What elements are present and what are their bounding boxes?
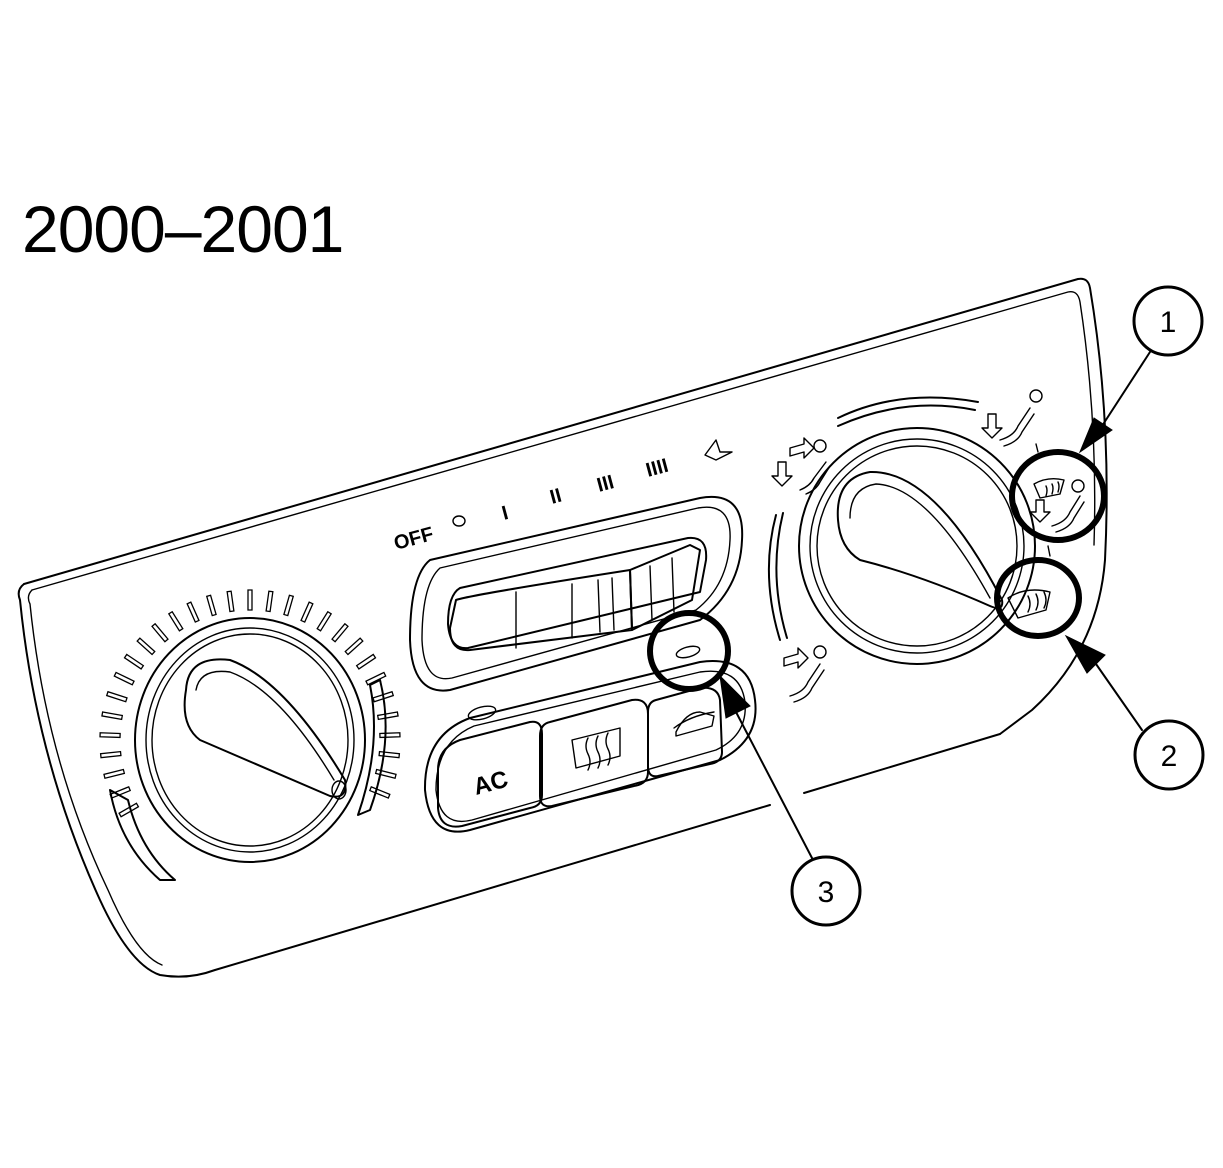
panel-floor-icon	[771, 437, 831, 495]
callout-3-number: 3	[818, 876, 835, 909]
temperature-tick	[331, 622, 349, 643]
temperature-tick	[105, 690, 128, 703]
temperature-tick	[344, 637, 364, 656]
diagram-title: 2000–2001	[22, 192, 344, 266]
callout-2-number: 2	[1161, 740, 1178, 773]
temperature-tick	[99, 732, 121, 739]
highlight-circle-1	[1009, 449, 1107, 543]
panel-icon	[783, 645, 827, 703]
fan-speed-4-label: IIII	[644, 455, 671, 482]
temperature-tick	[118, 802, 140, 818]
fan-max-icon	[704, 439, 733, 461]
temperature-tick	[136, 637, 156, 656]
recirculation-icon	[673, 711, 715, 737]
highlight-circle-3	[647, 610, 731, 692]
recirculation-indicator	[675, 645, 701, 659]
fan-speed-2-label: II	[548, 485, 564, 509]
temperature-tick	[265, 590, 274, 613]
callout-1: 1	[1132, 285, 1204, 357]
recirculation-button[interactable]	[647, 686, 723, 778]
callout-1-number: 1	[1160, 306, 1177, 339]
mode-knob[interactable]	[767, 396, 1036, 665]
rear-defrost-icon	[571, 727, 621, 771]
ac-indicator-light	[467, 705, 497, 721]
leader-arrow-3	[719, 674, 813, 859]
temperature-tick	[378, 750, 401, 759]
ac-button[interactable]: AC	[437, 720, 543, 828]
temperature-tick	[379, 732, 401, 739]
highlight-circle-2	[994, 557, 1082, 639]
temperature-tick	[99, 750, 122, 759]
temperature-tick	[205, 594, 217, 617]
fan-speed-3-label: III	[595, 471, 617, 497]
leader-arrow-1	[1078, 351, 1151, 454]
temperature-knob[interactable]	[99, 589, 401, 881]
temperature-scale	[99, 589, 401, 818]
ac-button-label: AC	[471, 766, 511, 801]
temperature-tick	[101, 711, 124, 721]
temperature-tick	[247, 589, 253, 611]
fan-speed-scale: OFF I II III IIII	[392, 439, 733, 555]
temperature-tick	[151, 622, 169, 643]
callout-2: 2	[1133, 719, 1205, 791]
rear-defrost-button[interactable]	[539, 698, 649, 808]
fan-speed-1-label: I	[500, 502, 511, 525]
fan-speed-slider[interactable]	[409, 495, 744, 692]
temperature-tick	[226, 590, 235, 613]
leader-arrow-2	[1064, 634, 1143, 731]
defrost-icon	[1007, 589, 1051, 619]
fan-off-label: OFF	[392, 523, 436, 555]
temperature-tick	[283, 594, 295, 617]
temperature-tick	[167, 610, 184, 632]
temperature-tick	[113, 671, 135, 686]
temperature-tick	[103, 768, 126, 780]
temperature-tick	[186, 601, 200, 623]
temperature-tick	[376, 711, 399, 721]
fan-off-indicator	[452, 515, 466, 527]
callout-3: 3	[790, 855, 862, 927]
temperature-tick	[355, 653, 377, 670]
defrost-floor-icon	[1029, 477, 1085, 533]
temperature-tick	[300, 601, 314, 623]
temperature-tick	[316, 610, 333, 632]
floor-icon	[981, 389, 1043, 447]
temperature-tick	[368, 785, 391, 799]
temperature-tick	[123, 653, 145, 670]
temperature-tick	[365, 671, 387, 686]
